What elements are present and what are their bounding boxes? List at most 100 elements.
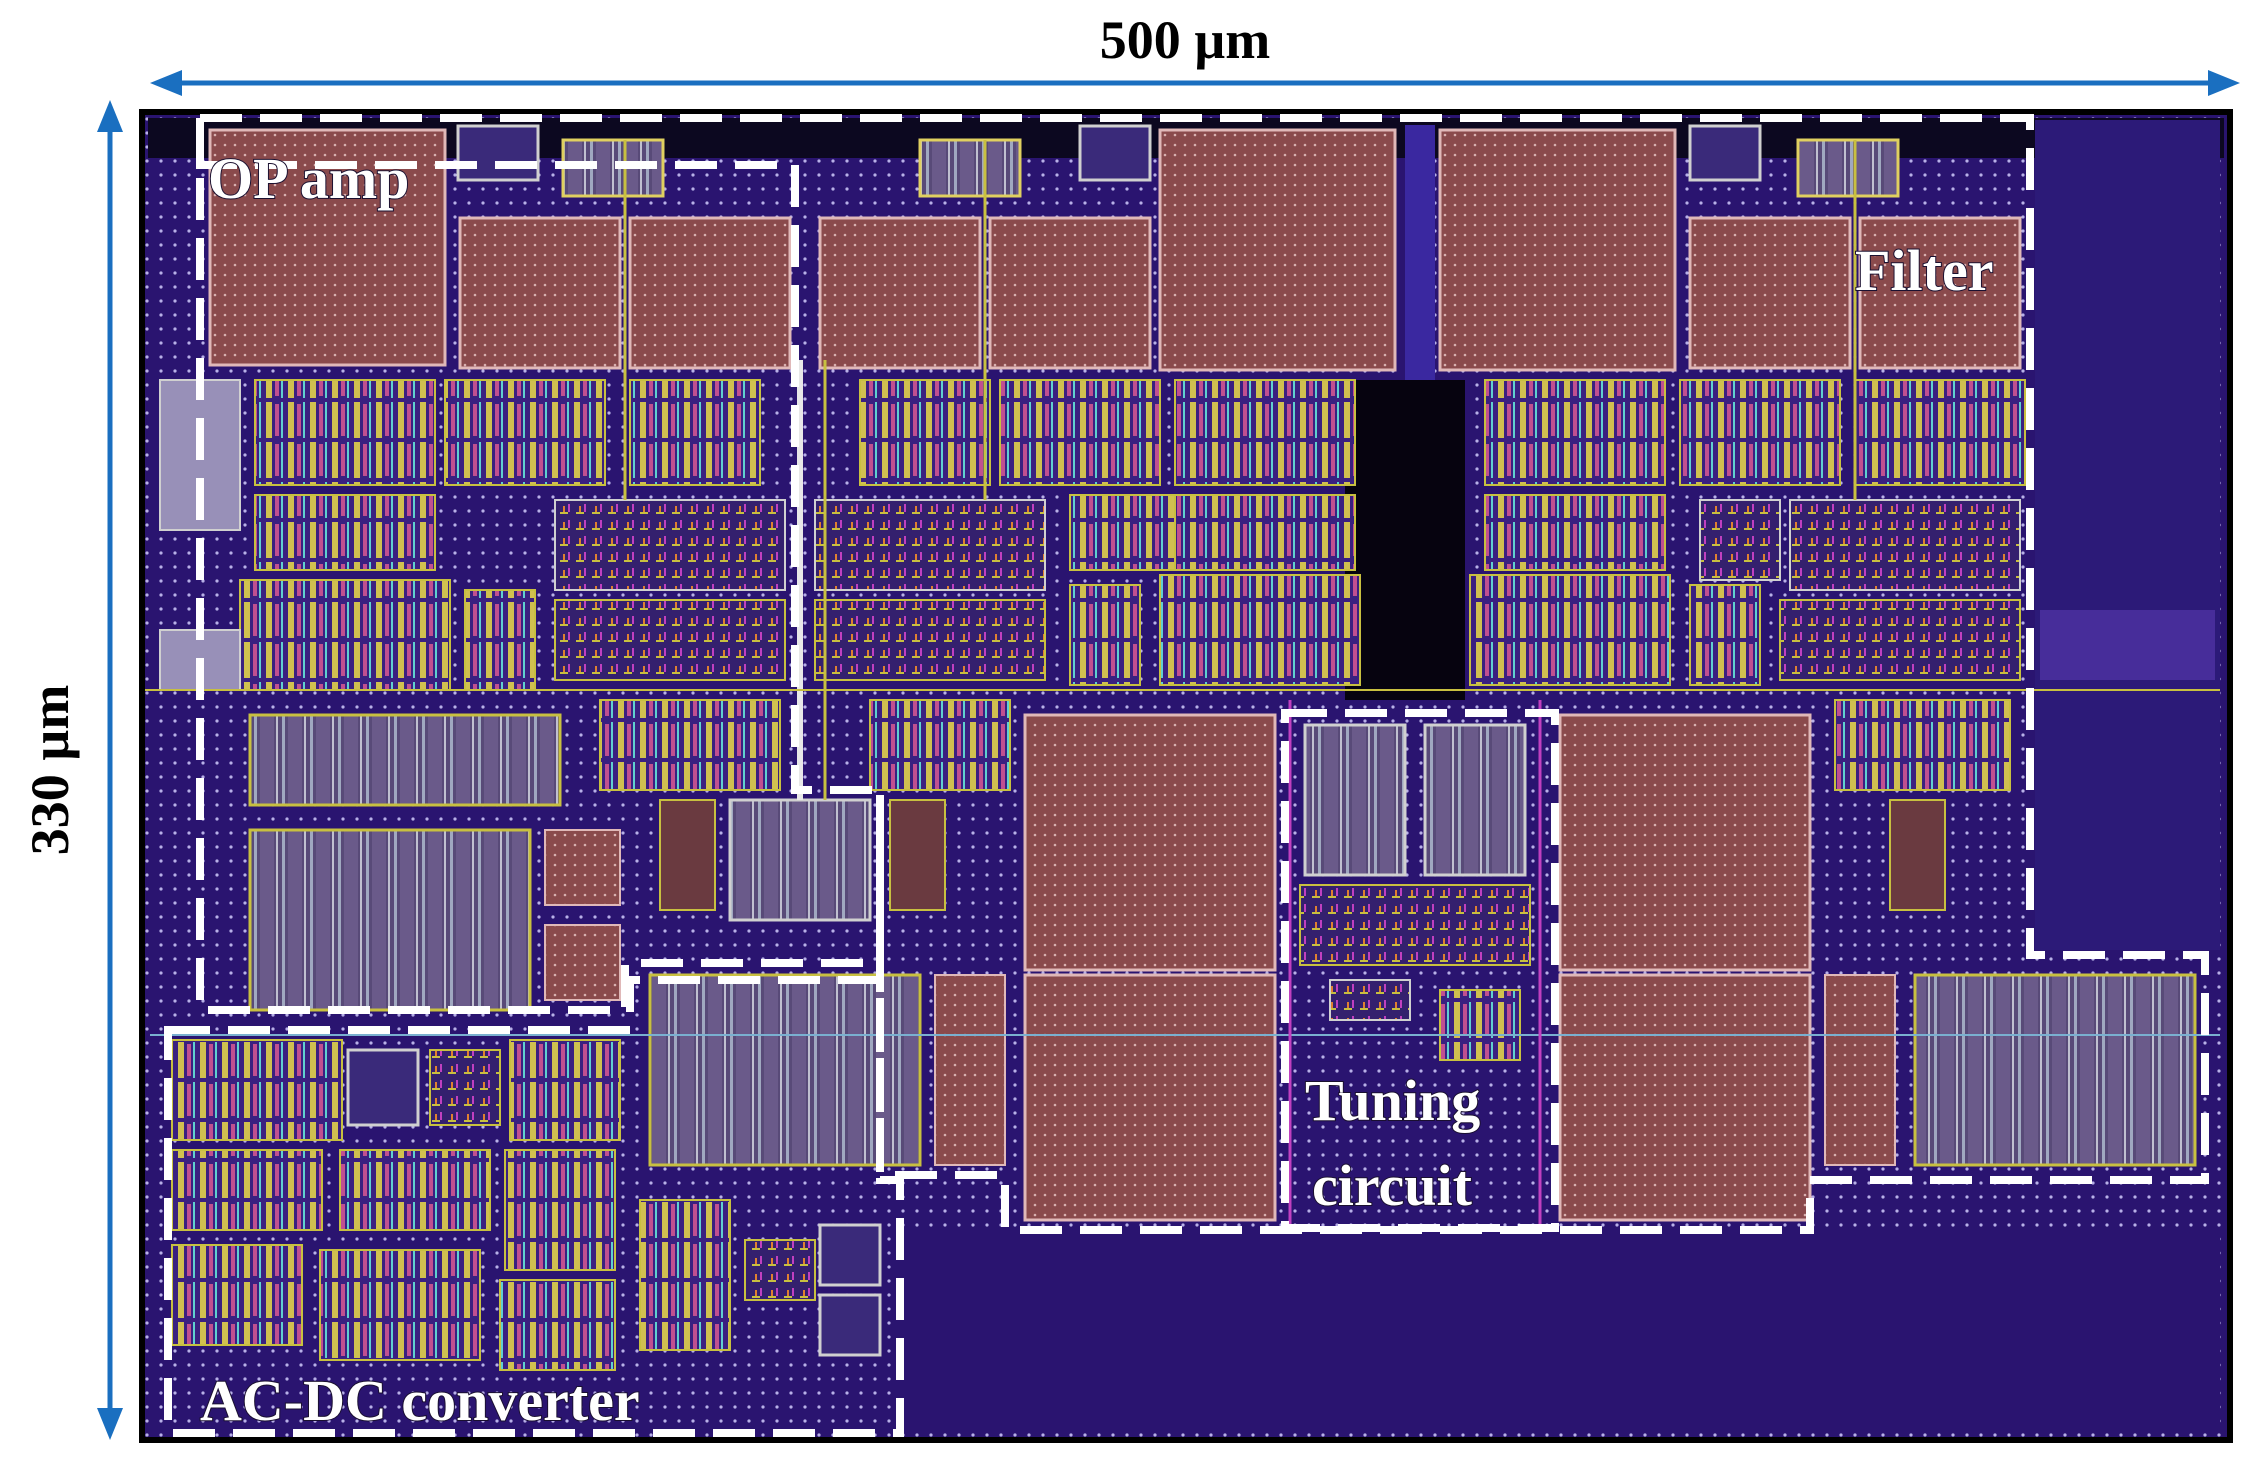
right-bus-region [2035,120,2220,950]
acdc-block [346,1048,420,1127]
transistor-array [1069,584,1141,686]
tuning-label-line1: Tuning [1305,1068,1480,1133]
pad-cell [456,124,540,182]
capacitor [1824,974,1896,1166]
transistor-array [554,599,786,681]
capacitor [544,829,621,906]
capacitor [1438,128,1677,372]
width-dimension: 500 µm [150,10,2240,96]
tuning-region-border [1281,709,1559,1232]
acdc-label: AC-DC converter [200,1368,640,1433]
transistor-array [554,499,786,591]
tuning-block [1303,723,1407,877]
capacitor [1023,973,1277,1222]
filter-region-border [200,114,2209,1234]
acdc-region-border [164,976,904,1437]
transistor-array [814,599,1046,681]
transistor-array [1834,699,2011,791]
op-amp-label: OP amp [208,146,409,211]
transistor-array [1469,574,1671,686]
capacitor [1558,713,1812,972]
capacitor [544,924,621,1001]
pad-cell [1688,124,1762,182]
acdc-block [818,1223,882,1287]
transistor-array [254,494,436,571]
chip-die [139,109,2233,1443]
pad-cell [1078,124,1152,182]
height-arrow-top-head [97,100,123,132]
bottom-bus-region [900,1230,2220,1430]
transistor-array [1069,494,1181,571]
tuning-label-line2: circuit [1312,1153,1473,1218]
capacitor [628,216,792,370]
acdc-block [744,1239,816,1301]
capacitor [934,974,1006,1166]
tuning-block [1423,723,1527,877]
capacitor [1023,713,1277,972]
resistor-block [648,973,922,1167]
width-dimension-label: 500 µm [1100,10,1271,70]
height-dimension: 330 µm [20,100,123,1440]
top-capacitor-row [208,128,2022,372]
transistor-array [1159,574,1361,686]
tuning-block [1299,884,1531,966]
tuning-block [1329,979,1411,1021]
capacitor [1558,973,1812,1222]
transistor-array [859,379,991,486]
transistor-array [444,379,606,486]
transistor-array [239,579,451,691]
transistor-array [1789,499,2021,591]
transistor-array [464,589,536,691]
op-amp-region-border [196,118,884,1014]
width-arrow-left-head [150,70,182,96]
acdc-block [339,1149,491,1231]
region-borders [164,114,2209,1437]
acdc-block [171,1149,323,1231]
resistor-block [728,798,872,922]
capacitor [208,128,447,367]
resistor-block [248,828,532,1012]
transistor-array [1854,379,2026,486]
transistor-array [869,699,1011,791]
acdc-block [504,1149,616,1271]
acdc-block [171,1039,343,1141]
pad-cell [918,138,1022,198]
transistor-array [814,499,1046,591]
acdc-block [499,1279,616,1371]
acdc-block [319,1249,481,1361]
transistor-array [1174,379,1356,486]
acdc-block [818,1293,882,1357]
transistor-array [1689,584,1761,686]
transistor-array [254,379,436,486]
transistor-array [629,379,761,486]
transistor-array [1174,494,1356,571]
capacitor [1858,216,2022,370]
pad-cell [1796,138,1900,198]
height-dimension-label: 330 µm [20,685,80,856]
acdc-block [171,1244,303,1346]
capacitor [889,799,946,911]
resistor-block [248,713,562,807]
transistor-array [1699,499,1781,581]
resistor-block [1913,973,2197,1167]
center-capacitors [1023,713,1812,1222]
capacitor [1688,216,1852,370]
height-arrow-bottom-head [97,1408,123,1440]
small-capacitors [544,799,1946,1166]
capacitor [988,216,1152,370]
region-labels: OP amp Filter Tuning circuit AC-DC conve… [199,145,1994,1434]
transistor-array [1679,379,1841,486]
transistor-array [1484,379,1666,486]
acdc-block [639,1199,731,1351]
acdc-internals [171,1039,882,1371]
transistor-array [1484,494,1666,571]
routing-wires [145,140,2220,1230]
transistor-arrays [239,379,2026,791]
tuning-block [1439,989,1521,1061]
top-pad-cells [456,124,1900,198]
capacitor [1889,799,1946,911]
transistor-array [1779,599,2021,681]
tuning-internals [1299,723,1531,1061]
capacitor [818,216,982,370]
